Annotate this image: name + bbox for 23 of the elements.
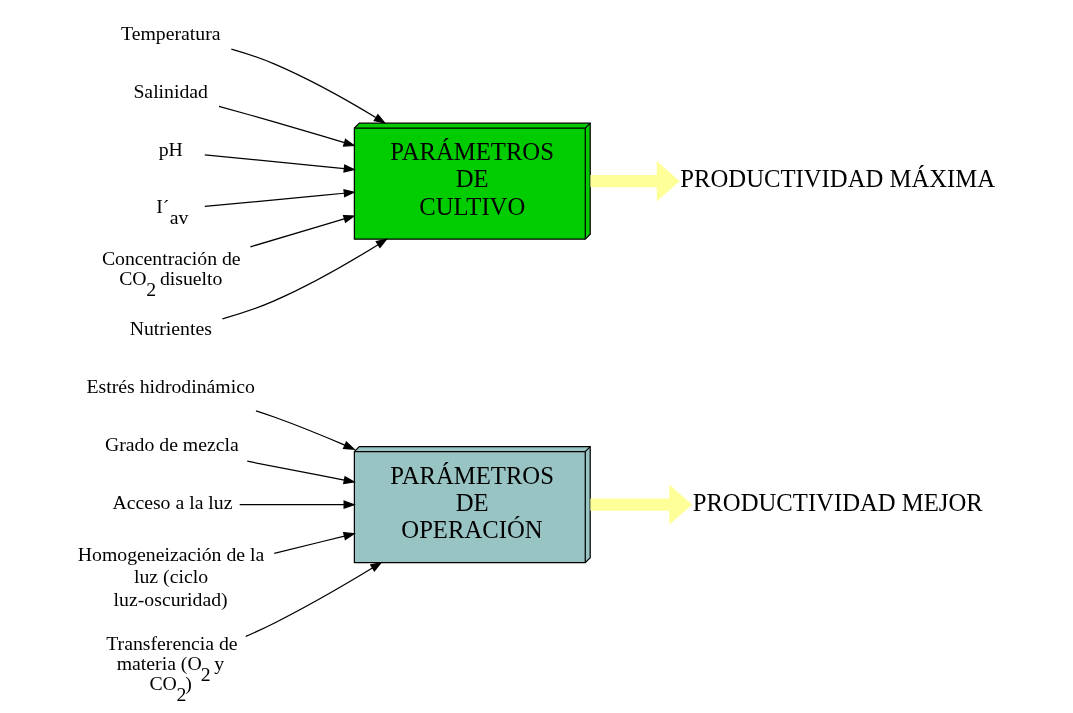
arrow: [246, 460, 356, 485]
arrow: [590, 484, 693, 525]
node-text: Acceso a la luz: [112, 491, 233, 514]
node-text: Nutrientes: [129, 317, 212, 340]
node-text: PRODUCTIVIDAD MEJOR: [692, 488, 983, 516]
node-text: Grado de mezcla: [104, 433, 239, 456]
arrow: [590, 161, 680, 202]
arrow: [239, 500, 356, 509]
arrow: [255, 410, 356, 450]
node-text: Temperatura: [121, 22, 221, 45]
arrow: [230, 48, 387, 124]
arrow: [245, 561, 383, 638]
arrow: [218, 105, 356, 147]
node-text: pH: [158, 138, 183, 161]
arrow: [249, 214, 356, 248]
node-text: PRODUCTIVIDAD MÁXIMA: [680, 165, 996, 193]
node-text: Estrés hidrodinámico: [86, 375, 255, 398]
arrow: [273, 532, 356, 555]
arrow: [221, 238, 389, 320]
arrow: [204, 188, 356, 208]
arrow: [204, 154, 356, 173]
node-text: Salinidad: [133, 80, 208, 103]
node-text: Homogeneización de la luz (ciclo luz-oscuridad): [77, 543, 265, 610]
